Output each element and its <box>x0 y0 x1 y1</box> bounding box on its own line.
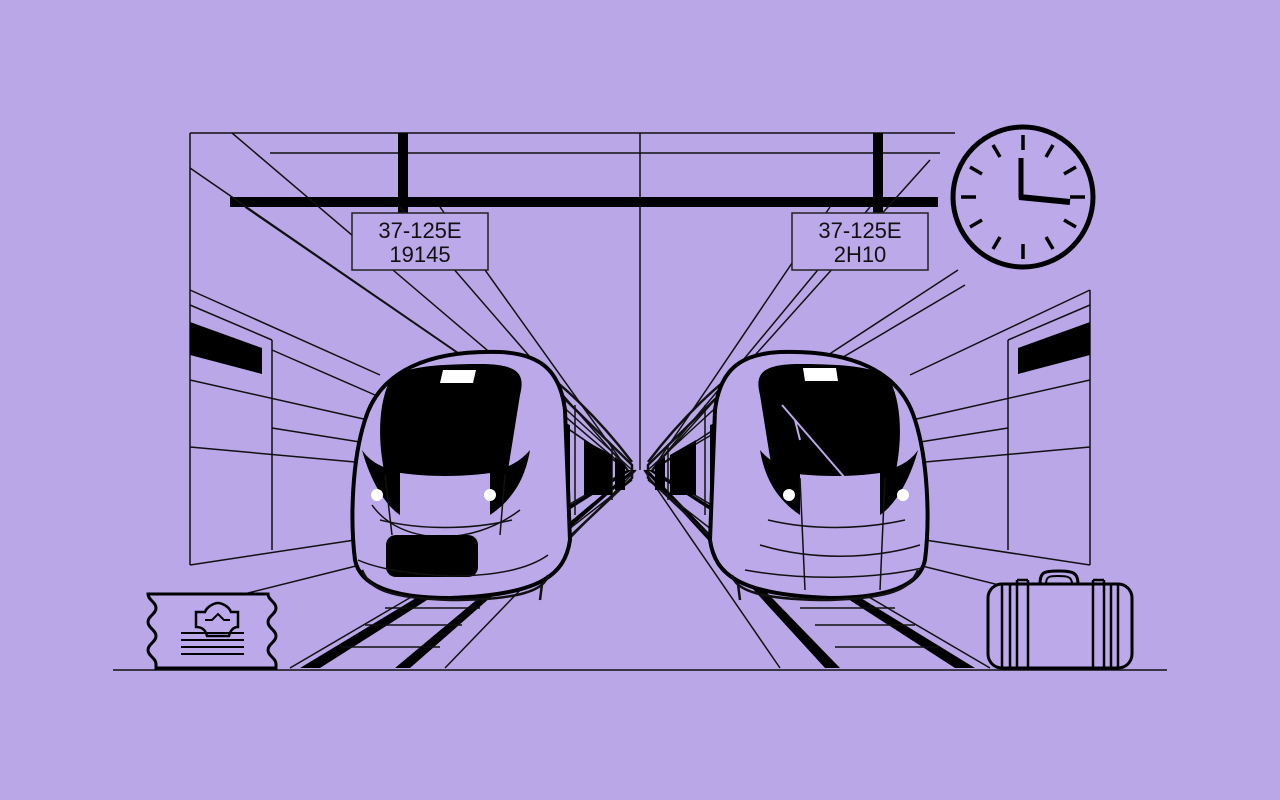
sign-route-text: 37-125E <box>818 218 901 243</box>
left-train <box>350 349 634 602</box>
sign-route-text: 37-125E <box>378 218 461 243</box>
headlight <box>371 489 383 501</box>
sign-code-text: 2H10 <box>834 242 887 267</box>
right-departure-sign: 37-125E 2H10 <box>791 212 929 271</box>
sign-code-text: 19145 <box>389 242 450 267</box>
right-train <box>646 349 930 602</box>
headlight <box>897 489 909 501</box>
left-departure-sign: 37-125E 19145 <box>351 212 489 271</box>
headlight <box>783 489 795 501</box>
headlight <box>484 489 496 501</box>
left-wall <box>189 289 381 596</box>
ticket-icon <box>146 592 278 670</box>
right-wall <box>909 289 1091 596</box>
suitcase-icon <box>986 569 1134 670</box>
clock-icon <box>950 124 1096 270</box>
